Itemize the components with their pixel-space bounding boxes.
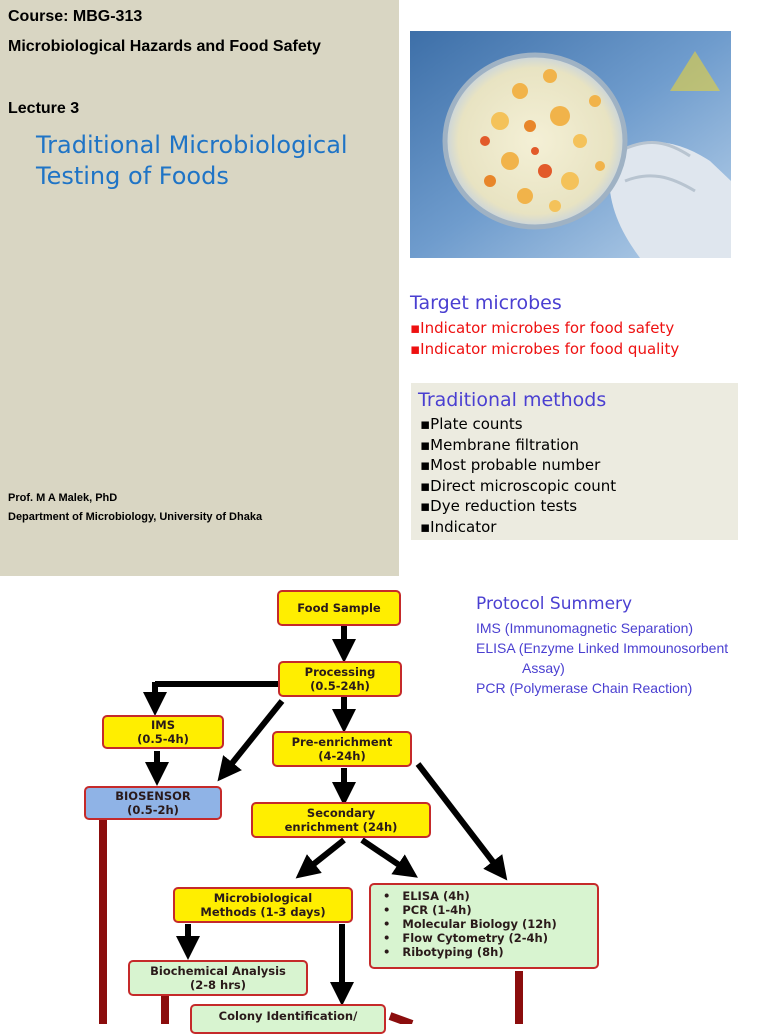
list-item: ▪Plate counts — [420, 415, 523, 433]
list-item: ▪Most probable number — [420, 456, 601, 474]
lecture-title-line2: Testing of Foods — [36, 162, 229, 190]
arrow — [217, 699, 285, 782]
list-item: • PCR (1-4h) — [383, 903, 472, 917]
flowchart-arrows — [99, 622, 523, 1024]
rapid-methods-box: • ELISA (4h) • PCR (1-4h) • Molecular Bi… — [369, 883, 599, 969]
list-item: ▪Indicator microbes for food safety — [410, 319, 675, 337]
professor-name: Prof. M A Malek, PhD — [8, 492, 118, 504]
petri-dish-image — [410, 31, 731, 258]
list-item: ▪Indicator — [420, 517, 497, 536]
food-sample-box: Food Sample — [277, 590, 401, 626]
biochemical-analysis-box: Biochemical Analysis(2-8 hrs) — [128, 960, 308, 996]
arrow — [415, 762, 508, 881]
processing-box: Processing(0.5-24h) — [278, 661, 402, 697]
list-item: • ELISA (4h) — [383, 889, 470, 903]
arrow — [388, 1012, 414, 1024]
biosensor-box: BIOSENSOR(0.5-2h) — [84, 786, 222, 820]
list-item: ▪Indicator microbes for food quality — [410, 340, 680, 358]
list-item: • Ribotyping (8h) — [383, 945, 504, 959]
list-item: ▪Dye reduction tests — [420, 497, 578, 515]
traditional-methods-list: ▪Plate counts ▪Membrane filtration ▪Most… — [420, 414, 616, 537]
list-item: IMS (Immunomagnetic Separation) — [476, 620, 694, 636]
title-panel — [0, 0, 399, 576]
list-item: • Molecular Biology (12h) — [383, 917, 557, 931]
list-item: ELISA (Enzyme Linked Immounosorbent — [476, 640, 729, 656]
list-item: ▪Membrane filtration — [420, 435, 579, 454]
list-item: Assay) — [522, 660, 565, 676]
lecture-number: Lecture 3 — [8, 100, 80, 117]
traditional-methods-box — [411, 383, 738, 540]
lecture-title: Traditional Microbiological Testing of F… — [36, 130, 396, 192]
department-name: Department of Microbiology, University o… — [8, 511, 263, 523]
arrow — [295, 837, 346, 879]
target-microbes-list: ▪Indicator microbes for food safety ▪Ind… — [410, 318, 679, 360]
target-microbes-heading: Target microbes — [410, 292, 562, 314]
list-item: • Flow Cytometry (2-4h) — [383, 931, 548, 945]
protocol-summary-list: IMS (Immunomagnetic Separation) ELISA (E… — [476, 618, 728, 698]
pre-enrichment-box: Pre-enrichment(4-24h) — [272, 731, 412, 767]
lecture-title-line1: Traditional Microbiological — [36, 131, 348, 159]
arrow — [360, 837, 418, 878]
ims-box: IMS(0.5-4h) — [102, 715, 224, 749]
list-item: ▪Direct microscopic count — [420, 476, 617, 495]
list-item: PCR (Polymerase Chain Reaction) — [476, 680, 693, 696]
protocol-summary-heading: Protocol Summery — [476, 594, 633, 614]
course-subject: Microbiological Hazards and Food Safety — [8, 38, 321, 55]
colony-identification-box: Colony Identification/ — [190, 1004, 386, 1034]
traditional-methods-heading: Traditional methods — [418, 389, 607, 411]
course-code: Course: MBG-313 — [8, 8, 143, 25]
